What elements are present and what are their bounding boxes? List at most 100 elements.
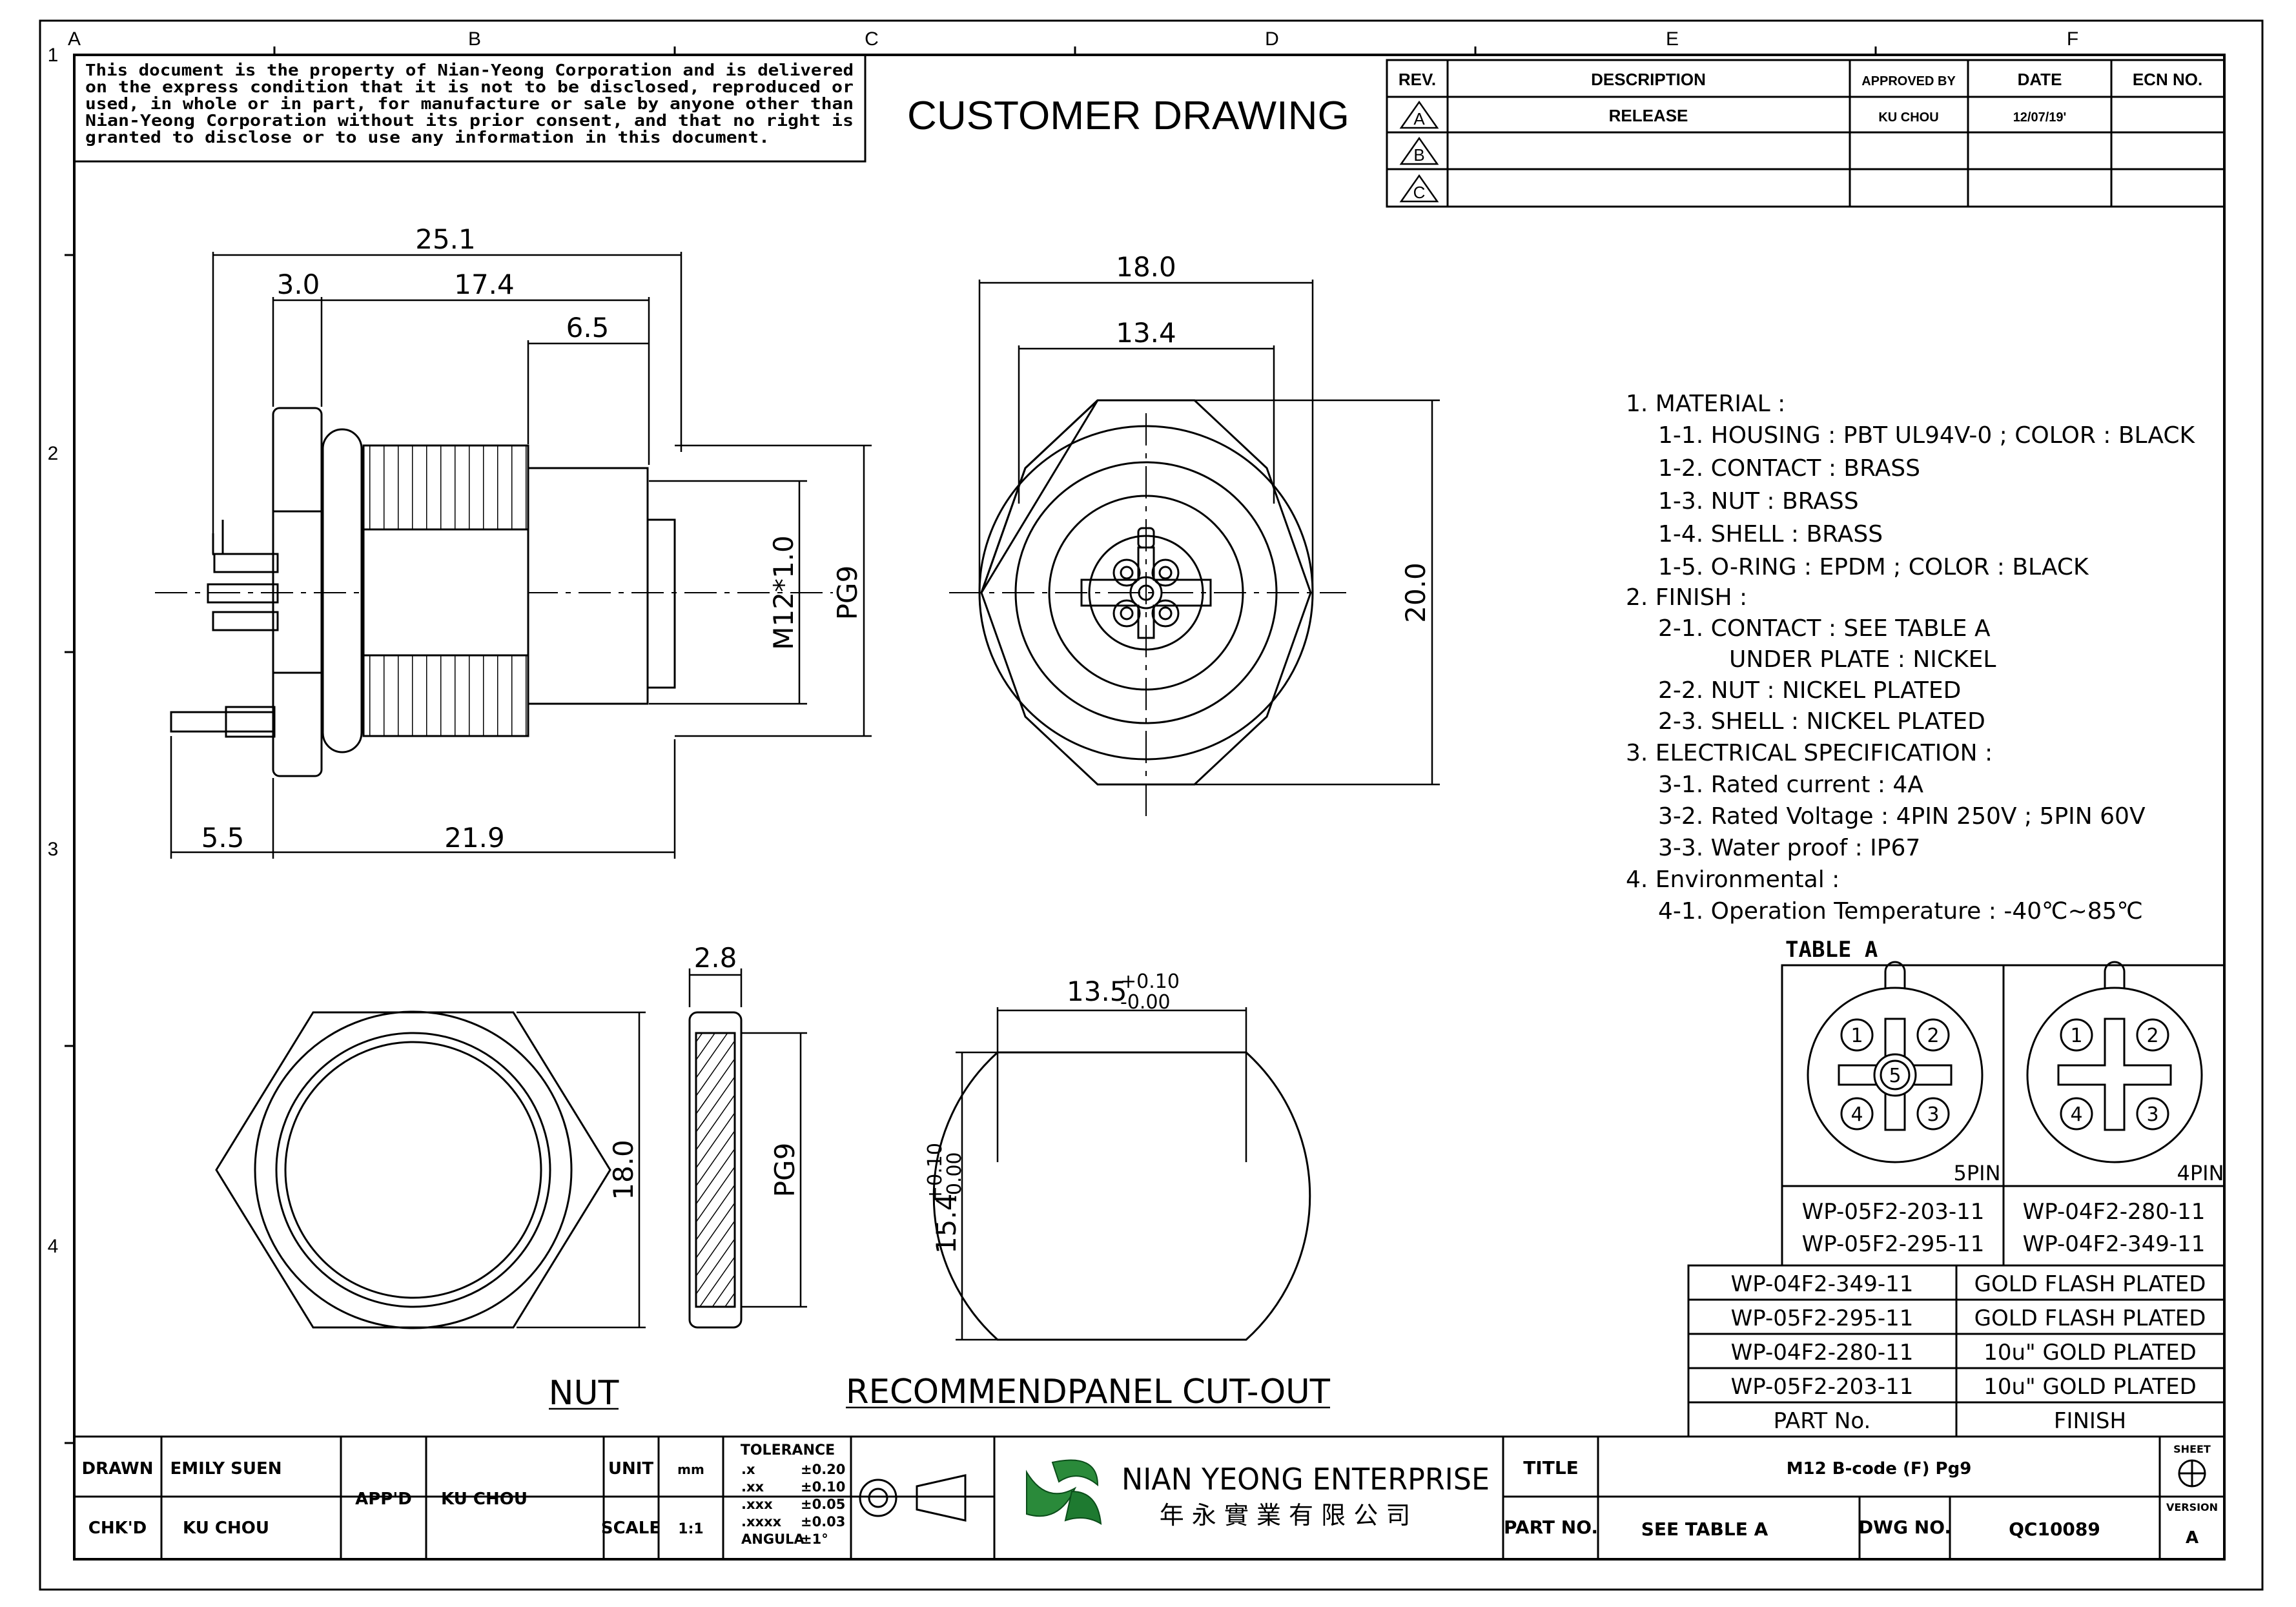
cutout-width: 13.5 (1067, 976, 1127, 1007)
sheet-label: SHEET (2173, 1443, 2211, 1455)
title-block (73, 1435, 2226, 1561)
note-line: UNDER PLATE : NICKEL (1729, 646, 1996, 673)
zone-number: 4 (48, 1236, 59, 1257)
dim-nut-thickness: 2.8 (694, 942, 737, 974)
cutout-dimensions (846, 1007, 1330, 1409)
drawing-title: CUSTOMER DRAWING (907, 94, 1349, 138)
zone-number: 1 (48, 45, 59, 66)
date-header: DATE (2018, 70, 2062, 89)
appd-value: KU CHOU (441, 1489, 528, 1509)
cutout-height: 15.4 (930, 1193, 962, 1254)
dim-length: 21.9 (444, 822, 505, 854)
tol-val: ±1° (801, 1531, 828, 1547)
finish-value: GOLD FLASH PLATED (1974, 1305, 2206, 1331)
part-4pin: WP-04F2-280-11 (2023, 1199, 2206, 1225)
drawn-label: DRAWN (82, 1459, 154, 1479)
company-logo-icon (1026, 1459, 1102, 1525)
note-line: 1-5. O-RING : EPDM ; COLOR : BLACK (1658, 554, 2089, 580)
tol-val: ±0.03 (801, 1514, 845, 1530)
tol-key: ANGULA (741, 1531, 805, 1547)
projection-symbol-icon (859, 1474, 967, 1522)
zone-letter: B (468, 28, 481, 50)
rev-approved: KU CHOU (1878, 110, 1938, 125)
label-5pin: 5PIN (1953, 1161, 2000, 1185)
pin-number: 3 (2146, 1103, 2158, 1126)
note-line: 3-2. Rated Voltage : 4PIN 250V ; 5PIN 60… (1658, 803, 2146, 830)
rev-date: 12/07/19' (2013, 110, 2067, 125)
company-name-en: NIAN YEONG ENTERPRISE (1122, 1462, 1490, 1497)
rev-header: REV. (1399, 70, 1436, 89)
notice-line: used, in whole or in part, for manufactu… (85, 94, 854, 113)
finish-table (1687, 1264, 2226, 1438)
note-line: 1-4. SHELL : BRASS (1658, 521, 1883, 548)
confidentiality-notice: This document is the property of Nian-Ye… (85, 61, 854, 147)
part-5pin: WP-05F2-295-11 (1802, 1231, 1985, 1257)
finish-part: WP-05F2-203-11 (1731, 1374, 1914, 1400)
pin-diagram-5 (1807, 961, 1983, 1163)
tol-key: .x (741, 1462, 755, 1477)
dim-inner: 13.4 (1116, 317, 1176, 349)
chkd-value: KU CHOU (183, 1519, 269, 1538)
drawn-value: EMILY SUEN (170, 1459, 282, 1479)
scale-label: SCALE (601, 1519, 661, 1538)
description-header: DESCRIPTION (1591, 70, 1706, 89)
note-line: 2-1. CONTACT : SEE TABLE A (1658, 615, 1991, 642)
finish-footer-finish: FINISH (2054, 1408, 2126, 1434)
zone-numbers: 1 2 3 4 (48, 45, 59, 1257)
note-line: 4. Environmental : (1626, 866, 1840, 893)
rev-letter: C (1413, 183, 1426, 202)
finish-value: 10u" GOLD PLATED (1983, 1340, 2197, 1366)
finish-value: 10u" GOLD PLATED (1983, 1374, 2197, 1400)
finish-part: WP-04F2-349-11 (1731, 1271, 1914, 1297)
partno-label: PART NO. (1504, 1517, 1598, 1538)
side-view (155, 407, 833, 777)
note-line: 2-2. NUT : NICKEL PLATED (1658, 677, 1961, 704)
pin-number: 2 (1927, 1025, 1939, 1047)
approved-header: APPROVED BY (1861, 74, 1956, 88)
pin-number: 1 (2070, 1025, 2082, 1047)
notice-line: granted to disclose or to use any inform… (85, 128, 770, 147)
cutout-width-tol-plus: +0.10 (1120, 970, 1180, 993)
pin-diagram-4 (2026, 961, 2203, 1163)
dim-pin: 5.5 (201, 822, 245, 854)
zone-letter: D (1265, 28, 1279, 50)
zone-letter: E (1666, 28, 1679, 50)
unit-label: UNIT (608, 1459, 654, 1479)
cutout-width-tol-minus: -0.00 (1120, 991, 1171, 1014)
dim-tip: 6.5 (566, 312, 610, 343)
pin-number: 1 (1850, 1025, 1863, 1047)
title-label: TITLE (1523, 1457, 1579, 1479)
zone-letters: A B C D E F (68, 28, 2078, 50)
finish-part: WP-04F2-280-11 (1731, 1340, 1914, 1366)
notice-line: Nian-Yeong Corporation without its prior… (85, 111, 854, 130)
finish-part: WP-05F2-295-11 (1731, 1305, 1914, 1331)
company-name-zh: 年 永 實 業 有 限 公 司 (1160, 1501, 1411, 1530)
side-view-dimensions (170, 252, 872, 859)
tol-val: ±0.10 (801, 1479, 845, 1495)
scale-value: 1:1 (678, 1521, 703, 1537)
rev-letter: B (1413, 145, 1424, 165)
pin-number: 4 (1850, 1103, 1863, 1126)
zone-letter: F (2067, 28, 2078, 50)
panel-cutout (932, 1051, 1311, 1341)
dim-thread: M12*1.0 (768, 535, 799, 650)
note-line: 3-1. Rated current : 4A (1658, 772, 1923, 798)
notice-line: on the express condition that it is not … (85, 77, 854, 96)
notice-line: This document is the property of Nian-Ye… (85, 61, 854, 79)
note-line: 3-3. Water proof : IP67 (1658, 835, 1920, 861)
rev-letter: A (1413, 109, 1425, 128)
tol-val: ±0.05 (801, 1497, 845, 1512)
title-value: M12 B-code (F) Pg9 (1787, 1459, 1972, 1479)
tol-key: .xxxx (741, 1514, 782, 1530)
note-line: 1. MATERIAL : (1626, 391, 1785, 417)
outer-frame (39, 19, 2264, 1591)
dim-nut-height: 18.0 (608, 1140, 639, 1200)
revision-table (1386, 59, 2226, 208)
note-line: 1-3. NUT : BRASS (1658, 488, 1859, 515)
note-line: 2-3. SHELL : NICKEL PLATED (1658, 708, 1985, 735)
pin-number: 3 (1927, 1103, 1939, 1126)
cutout-label: RECOMMENDPANEL CUT-OUT (846, 1373, 1330, 1411)
version-value: A (2186, 1528, 2199, 1548)
appd-label: APP'D (355, 1489, 412, 1509)
